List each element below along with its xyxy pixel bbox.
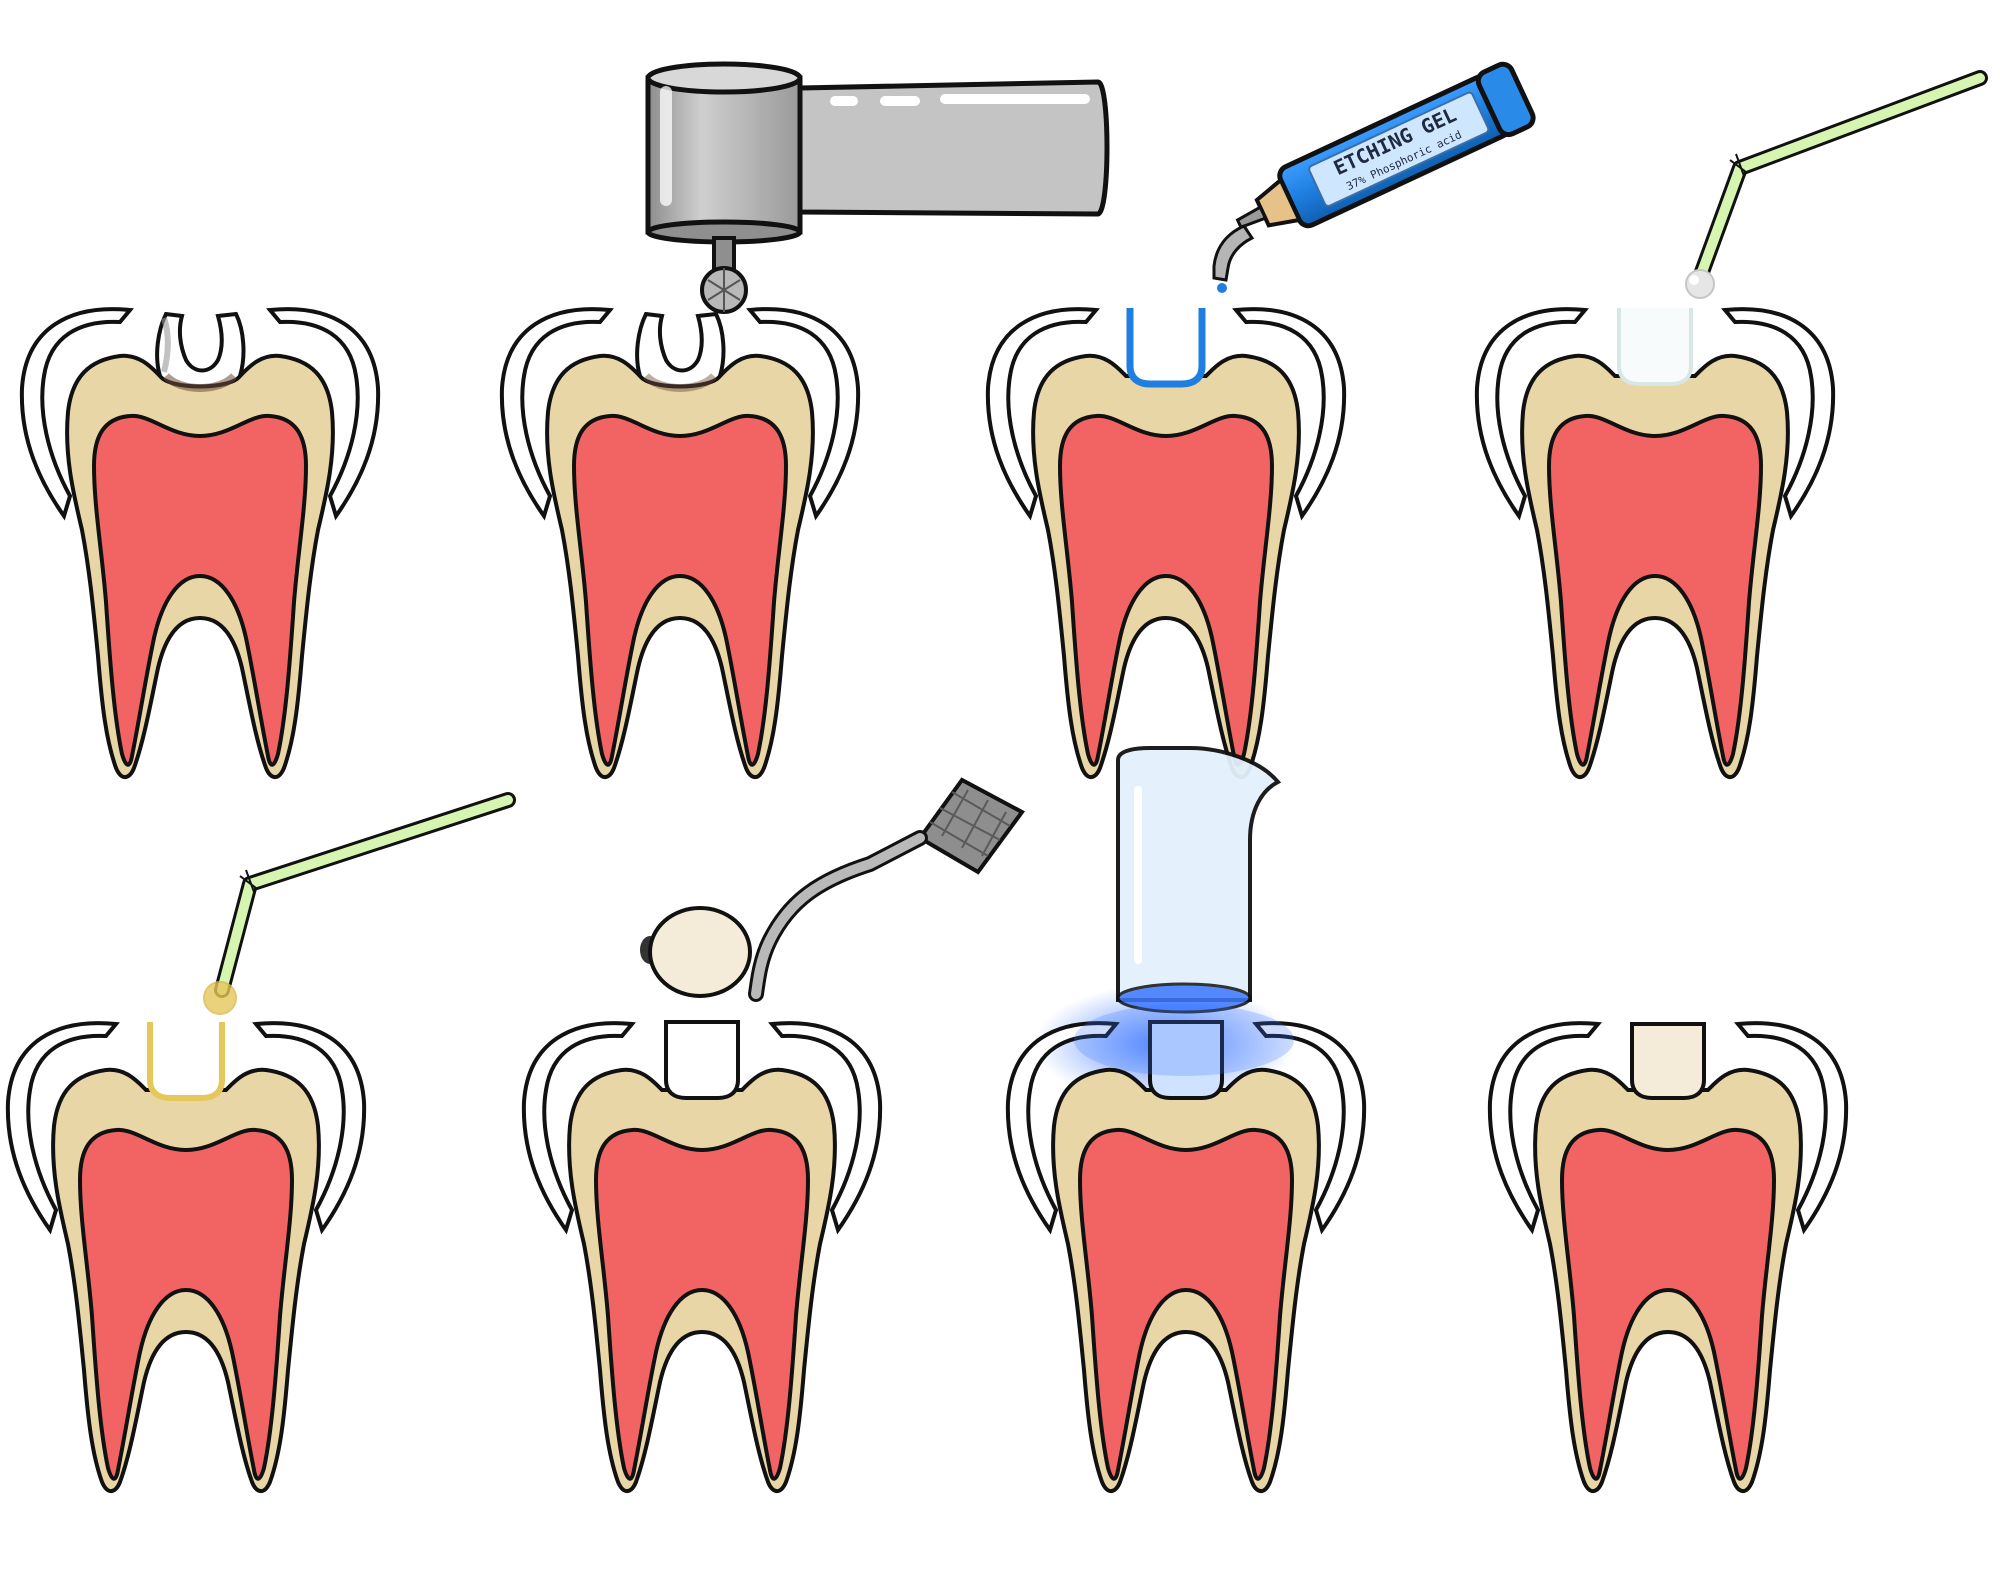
plastic-instrument-icon — [640, 777, 1025, 1002]
composite-filling — [1630, 1022, 1706, 1100]
step-6-composite-placement — [521, 777, 1025, 1494]
step-8-restored-tooth — [1487, 1021, 1849, 1494]
etching-gel-syringe-icon: ETCHING GEL 37% Phosphoric acid — [1212, 61, 1536, 293]
step-7-tooth — [1005, 1020, 1367, 1494]
handpiece-icon — [645, 61, 1110, 314]
step-5-tooth — [5, 1021, 367, 1494]
step-5-bonding — [5, 792, 516, 1494]
step-6-tooth — [521, 1020, 883, 1494]
step-3-tooth — [985, 307, 1347, 780]
curing-light-icon — [1116, 746, 1282, 1014]
step-2-tooth — [499, 307, 861, 780]
step-2-drilling — [499, 61, 1110, 780]
microbrush-applicator-icon — [1685, 70, 1988, 299]
step-1-carious-tooth — [19, 307, 381, 780]
microbrush-applicator-icon — [203, 792, 516, 1015]
step-4-rinsing — [1474, 70, 1988, 780]
step-7-light-curing — [1005, 746, 1367, 1494]
step-4-tooth — [1474, 307, 1836, 780]
